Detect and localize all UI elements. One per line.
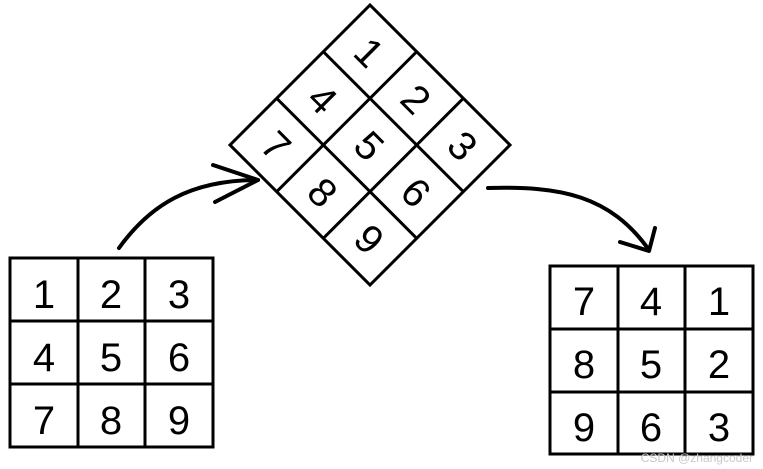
result-cell: 8	[573, 343, 595, 387]
arrow-to-rotated	[117, 163, 260, 250]
original-cell: 3	[168, 273, 190, 317]
grid-divider	[322, 97, 465, 240]
result-cell: 6	[640, 406, 662, 450]
rotated-cell: 4	[298, 76, 345, 123]
original-cell: 8	[100, 399, 122, 443]
result-cell: 5	[640, 343, 662, 387]
rotated-cell: 7	[252, 123, 299, 170]
original-cell: 4	[33, 336, 55, 380]
grid-divider	[275, 50, 418, 193]
original-cell: 7	[33, 399, 55, 443]
rotated-cell: 3	[439, 123, 486, 170]
rotated-cell: 8	[298, 170, 345, 217]
result-cell: 4	[640, 280, 662, 324]
result-cell: 1	[708, 280, 730, 324]
arrowhead-icon	[211, 163, 260, 204]
rotated-cell: 6	[392, 170, 439, 217]
rotated-cell: 1	[345, 30, 392, 77]
grid-divider	[275, 97, 418, 240]
grid-divider	[322, 50, 465, 193]
rotated-cell: 5	[345, 123, 392, 170]
result-matrix: 7 4 1 8 5 2 9 6 3	[548, 264, 755, 456]
rotated-matrix-border	[227, 2, 513, 288]
watermark: CSDN @zhangcoder	[640, 451, 753, 465]
original-cell: 6	[168, 336, 190, 380]
original-cell: 5	[100, 336, 122, 380]
arrowhead-icon	[618, 226, 657, 253]
rotated-cell: 2	[392, 76, 439, 123]
arrow-curve	[486, 185, 651, 252]
original-matrix: 1 2 3 4 5 6 7 8 9	[8, 256, 215, 449]
result-cell: 2	[708, 343, 730, 387]
original-cell: 1	[33, 273, 55, 317]
result-cell: 7	[573, 280, 595, 324]
original-cell: 2	[100, 273, 122, 317]
result-cell: 3	[708, 406, 730, 450]
rotated-cell: 9	[345, 216, 392, 263]
result-matrix-border	[548, 264, 755, 456]
arrow-to-result	[486, 185, 657, 253]
result-cell: 9	[573, 406, 595, 450]
arrow-curve	[117, 178, 260, 250]
original-matrix-border	[8, 256, 215, 449]
rotated-matrix: 1 2 3 4 5 6 7 8 9	[227, 2, 513, 288]
original-cell: 9	[168, 399, 190, 443]
